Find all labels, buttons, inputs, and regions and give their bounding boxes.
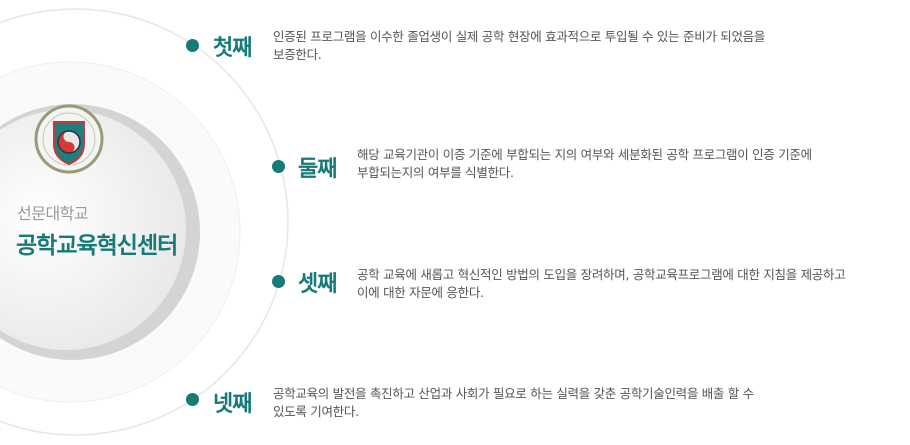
sun-moon-university-logo [34, 104, 104, 174]
description-line: 부합되는지의 여부를 식별한다. [357, 165, 514, 180]
item-label: 넷째 [213, 392, 252, 417]
description-line: 보증한다. [273, 47, 322, 62]
bullet-dot-icon [186, 39, 199, 52]
item-description: 인증된 프로그램을 이수한 졸업생이 실제 공학 현장에 효과적으로 투입될 수… [273, 28, 765, 64]
item-description: 해당 교육기관이 이증 기준에 부합되는 지의 여부와 세분화된 공학 프로그램… [357, 146, 812, 182]
university-name: 선문대학교 [17, 204, 89, 223]
item-label: 첫째 [213, 36, 252, 61]
center-title: 공학교육혁신센터 [16, 233, 178, 259]
bullet-dot-icon [186, 393, 199, 406]
description-line: 이에 대한 자문에 응한다. [357, 285, 484, 300]
description-line: 해당 교육기관이 이증 기준에 부합되는 지의 여부와 세분화된 공학 프로그램… [357, 147, 812, 162]
description-line: 있도록 기여한다. [273, 404, 359, 419]
bullet-dot-icon [272, 275, 285, 288]
item-description: 공학 교육에 새롭고 혁신적인 방법의 도입을 장려하며, 공학교육프로그램에 … [357, 266, 846, 302]
item-label: 둘째 [298, 157, 337, 182]
bullet-dot-icon [272, 160, 285, 173]
item-description: 공학교육의 발전을 촉진하고 산업과 사회가 필요로 하는 실력을 갖춘 공학기… [273, 385, 754, 421]
description-line: 공학 교육에 새롭고 혁신적인 방법의 도입을 장려하며, 공학교육프로그램에 … [357, 267, 846, 282]
item-label: 셋째 [298, 272, 337, 297]
description-line: 공학교육의 발전을 촉진하고 산업과 사회가 필요로 하는 실력을 갖춘 공학기… [273, 386, 754, 401]
description-line: 인증된 프로그램을 이수한 졸업생이 실제 공학 현장에 효과적으로 투입될 수… [273, 29, 766, 44]
